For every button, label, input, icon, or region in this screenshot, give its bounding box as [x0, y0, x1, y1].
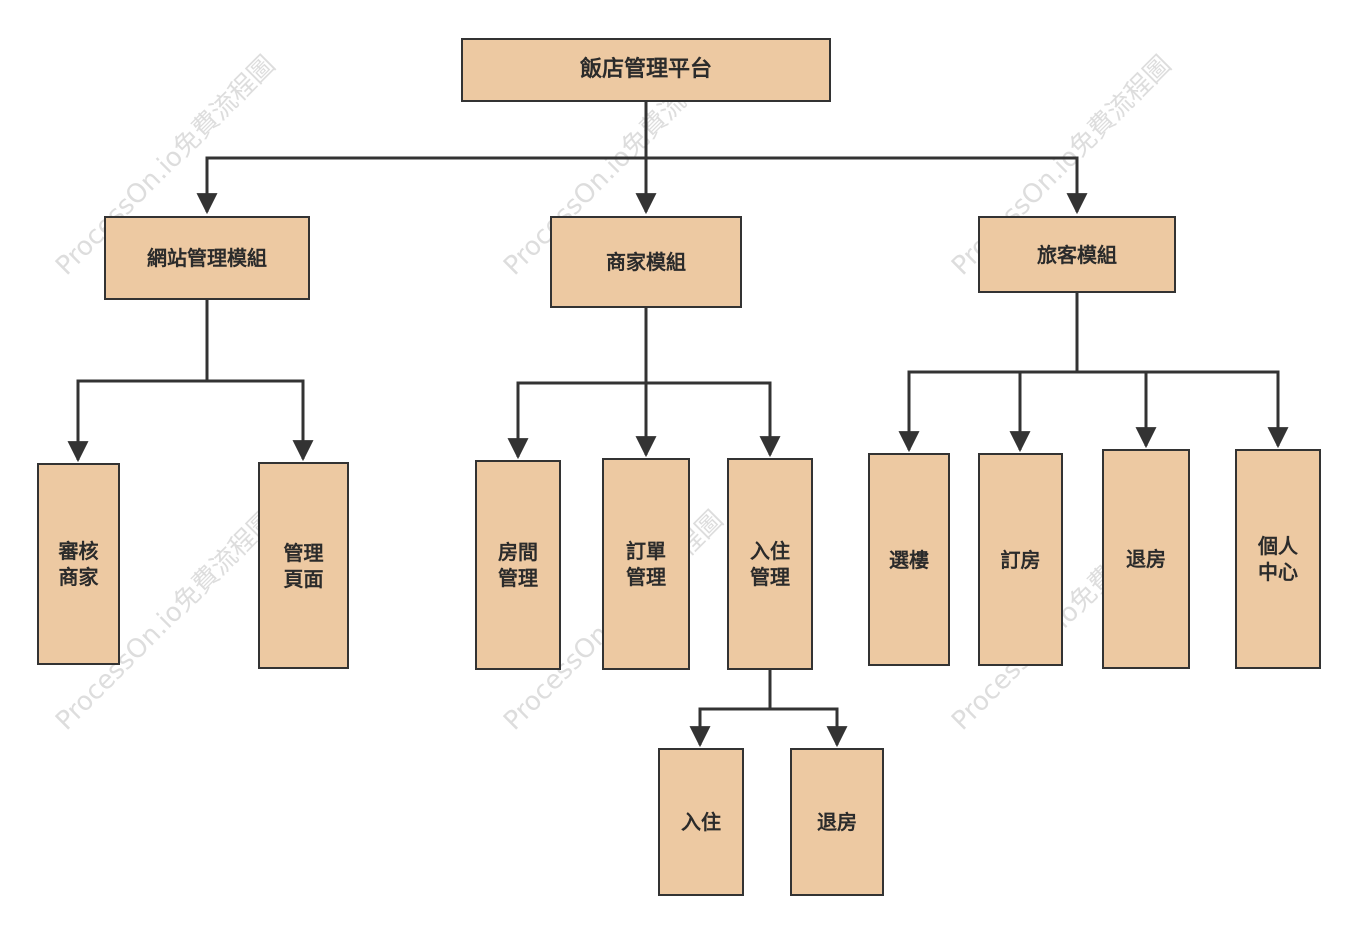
node-label: 商家模組 [606, 250, 686, 274]
node-label: 訂單 管理 [626, 539, 666, 589]
connector-checkinmgmt-checkout [770, 707, 848, 748]
node-checkout-merchant: 退房 [790, 748, 884, 896]
connector-site-pages [207, 379, 314, 462]
node-label: 訂房 [1000, 547, 1041, 572]
node-select-building: 選樓 [868, 453, 950, 666]
connector-merchant-room [507, 307, 648, 460]
node-merchant-module: 商家模組 [550, 216, 742, 308]
node-label: 審核 商家 [58, 539, 99, 589]
node-label: 旅客模組 [1037, 242, 1117, 267]
node-label: 網站管理模組 [147, 246, 267, 270]
connector-merchant-checkin [646, 381, 781, 458]
connector-traveler-select [898, 292, 1079, 453]
node-review-merchant: 審核 商家 [37, 463, 120, 665]
node-checkin: 入住 [658, 748, 744, 896]
node-label: 選樓 [889, 547, 929, 572]
connector-root-traveler [646, 156, 1088, 215]
node-manage-pages: 管理 頁面 [258, 462, 349, 669]
node-label: 退房 [817, 810, 857, 834]
node-personal-center: 個人 中心 [1235, 449, 1321, 669]
node-room-management: 房間 管理 [475, 460, 561, 670]
connector-traveler-personal [1146, 370, 1289, 449]
connector-traveler-checkout [1077, 370, 1157, 449]
node-order-management: 訂單 管理 [602, 458, 690, 670]
node-root: 飯店管理平台 [461, 38, 831, 102]
node-book-room: 訂房 [978, 453, 1063, 666]
node-checkin-management: 入住 管理 [727, 458, 813, 670]
connector-checkinmgmt-checkin [689, 669, 772, 748]
node-label: 房間 管理 [498, 540, 538, 590]
node-traveler-module: 旅客模組 [978, 216, 1176, 293]
node-checkout-traveler: 退房 [1102, 449, 1190, 669]
connector-root-site [196, 101, 648, 215]
node-label: 入住 管理 [750, 539, 790, 589]
node-label: 退房 [1126, 547, 1166, 571]
node-site-module: 網站管理模組 [104, 216, 310, 300]
node-label: 入住 [681, 810, 721, 834]
node-label: 飯店管理平台 [579, 57, 712, 82]
node-label: 個人 中心 [1258, 534, 1298, 584]
connector-site-review [67, 299, 209, 463]
node-label: 管理 頁面 [283, 540, 324, 591]
